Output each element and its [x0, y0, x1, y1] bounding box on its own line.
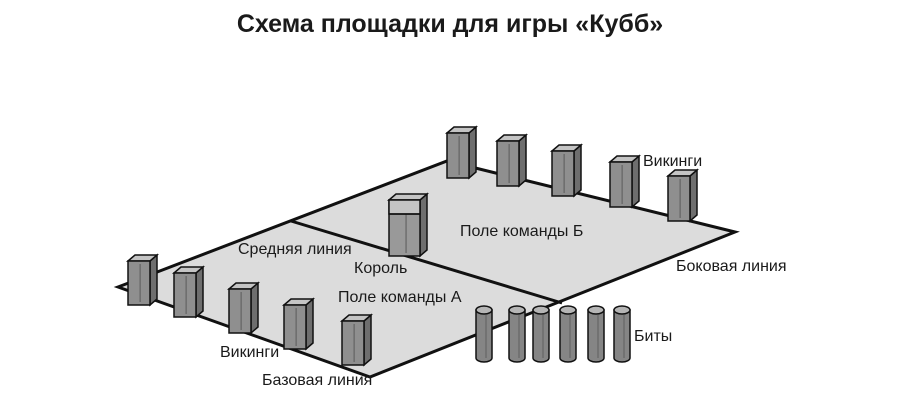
viking-block-a — [281, 297, 316, 351]
middle-line — [290, 219, 563, 305]
king-body — [386, 192, 430, 258]
viking-block-b — [444, 125, 479, 180]
label-middle-line: Средняя линия — [238, 241, 352, 258]
label-base-line: Базовая линия — [262, 372, 372, 389]
label-field-a: Поле команды А — [338, 289, 462, 306]
bat — [559, 305, 577, 363]
label-vikings-bottom: Викинги — [220, 344, 279, 361]
viking-block-b — [494, 133, 529, 188]
label-vikings-top: Викинги — [643, 153, 702, 170]
king-block — [386, 192, 430, 258]
bat — [587, 305, 605, 363]
viking-block-b — [549, 143, 584, 198]
viking-block-a — [125, 253, 160, 307]
bat — [613, 305, 631, 363]
label-bats: Биты — [634, 328, 672, 345]
viking-block-b — [607, 154, 642, 209]
bat — [475, 305, 493, 363]
diagram-title: Схема площадки для игры «Кубб» — [236, 10, 664, 38]
viking-block-a — [171, 265, 206, 319]
viking-block-a — [339, 313, 374, 367]
bats-group — [475, 305, 631, 363]
vikings-team-b — [444, 125, 700, 223]
label-king: Король — [354, 260, 407, 277]
bat — [508, 305, 526, 363]
viking-block-b — [665, 168, 700, 223]
viking-block-a — [226, 281, 261, 335]
label-side-line: Боковая линия — [676, 258, 787, 275]
label-field-b: Поле команды Б — [460, 223, 583, 240]
bat — [532, 305, 550, 363]
vikings-team-a — [125, 253, 374, 367]
